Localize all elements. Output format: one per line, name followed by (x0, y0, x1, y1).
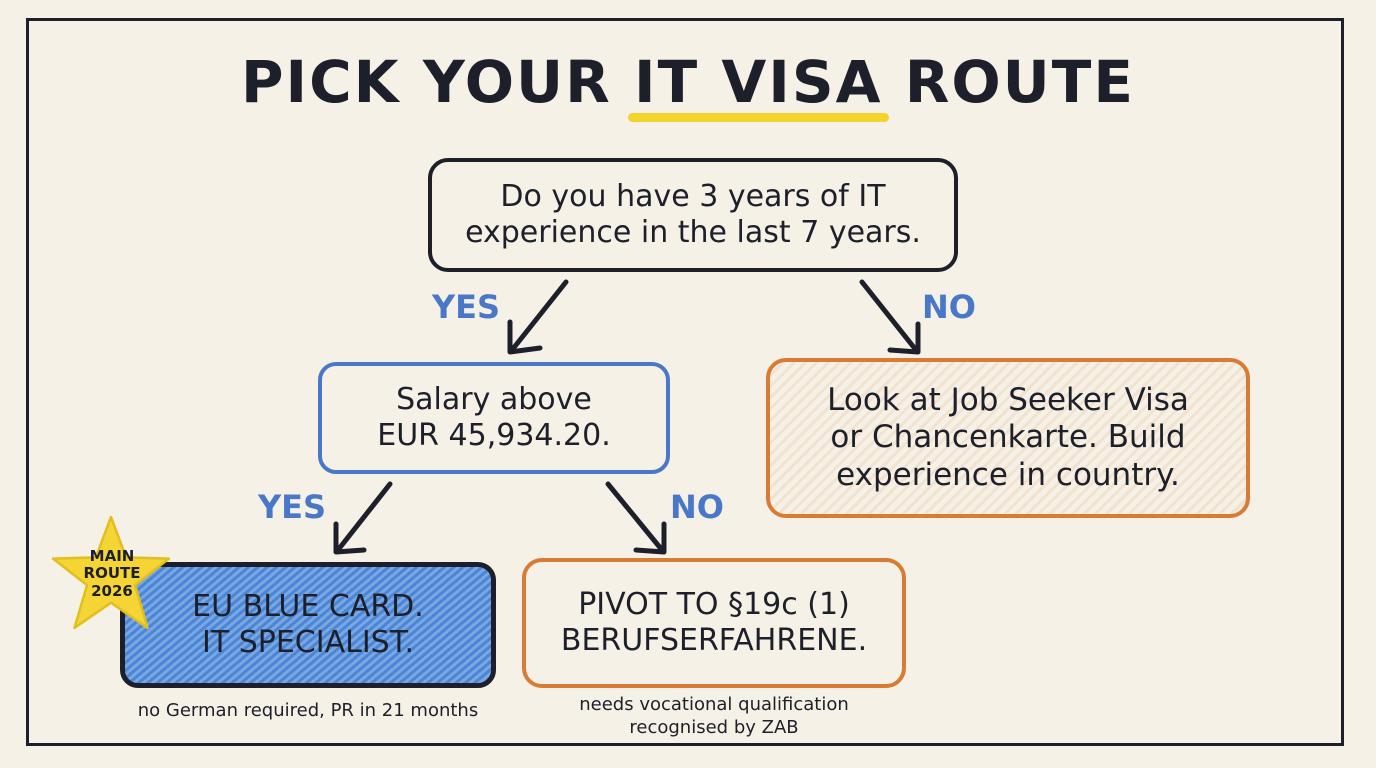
main-route-badge: MAIN ROUTE 2026 (72, 547, 152, 600)
outcome-blue-card-line-2: IT SPECIALIST. (201, 625, 415, 660)
outcome-job-seeker: Look at Job Seeker Visa or Chancenkarte.… (766, 358, 1250, 518)
question-salary-line-1: Salary above (396, 382, 592, 417)
arrow-q1-yes (509, 279, 569, 353)
pivot-note-line-1: needs vocational qualification (579, 694, 849, 715)
edge-label-no-2: NO (670, 488, 724, 526)
outcome-pivot: PIVOT TO §19c (1) BERUFSERFAHRENE. (522, 558, 906, 688)
outcome-job-seeker-line-1: Look at Job Seeker Visa (827, 382, 1189, 419)
arrowhead-q2-yes (333, 521, 367, 555)
arrow-q2-yes (335, 481, 393, 553)
blue-card-note: no German required, PR in 21 months (137, 700, 479, 721)
badge-line-1: MAIN (89, 547, 135, 565)
outcome-blue-card: EU BLUE CARD. IT SPECIALIST. (120, 562, 496, 688)
diagram-frame (26, 18, 1344, 746)
arrowhead-q1-no (887, 321, 921, 355)
badge-line-2: ROUTE (83, 564, 141, 583)
outcome-pivot-line-2: BERUFSERFAHRENE. (560, 623, 868, 658)
question-salary-line-2: EUR 45,934.20. (377, 418, 611, 453)
question-experience: Do you have 3 years of IT experience in … (428, 158, 958, 272)
edge-label-yes-2: YES (258, 488, 327, 526)
question-experience-line-1: Do you have 3 years of IT (500, 179, 886, 214)
pivot-note: needs vocational qualification recognise… (514, 694, 914, 739)
question-salary: Salary above EUR 45,934.20. (318, 362, 670, 474)
outcome-pivot-line-1: PIVOT TO §19c (1) (578, 587, 850, 622)
edge-label-yes-1: YES (432, 288, 501, 326)
arrow-q2-no (605, 481, 665, 553)
outcome-job-seeker-line-3: experience in country. (836, 456, 1180, 493)
title-part-1: PICK YOUR (241, 48, 612, 116)
outcome-job-seeker-line-2: or Chancenkarte. Build (830, 419, 1186, 456)
title-part-2: ROUTE (904, 48, 1135, 116)
star-badge-icon (51, 515, 171, 630)
arrow-q1-no (859, 279, 919, 353)
badge-line-3: 2026 (91, 581, 133, 600)
outcome-blue-card-line-1: EU BLUE CARD. (192, 589, 424, 624)
arrowhead-q2-no (633, 521, 667, 555)
question-experience-line-2: experience in the last 7 years. (465, 215, 921, 250)
edge-label-no-1: NO (922, 288, 976, 326)
arrowhead-q1-yes (507, 319, 543, 355)
pivot-note-line-2: recognised by ZAB (629, 716, 799, 738)
